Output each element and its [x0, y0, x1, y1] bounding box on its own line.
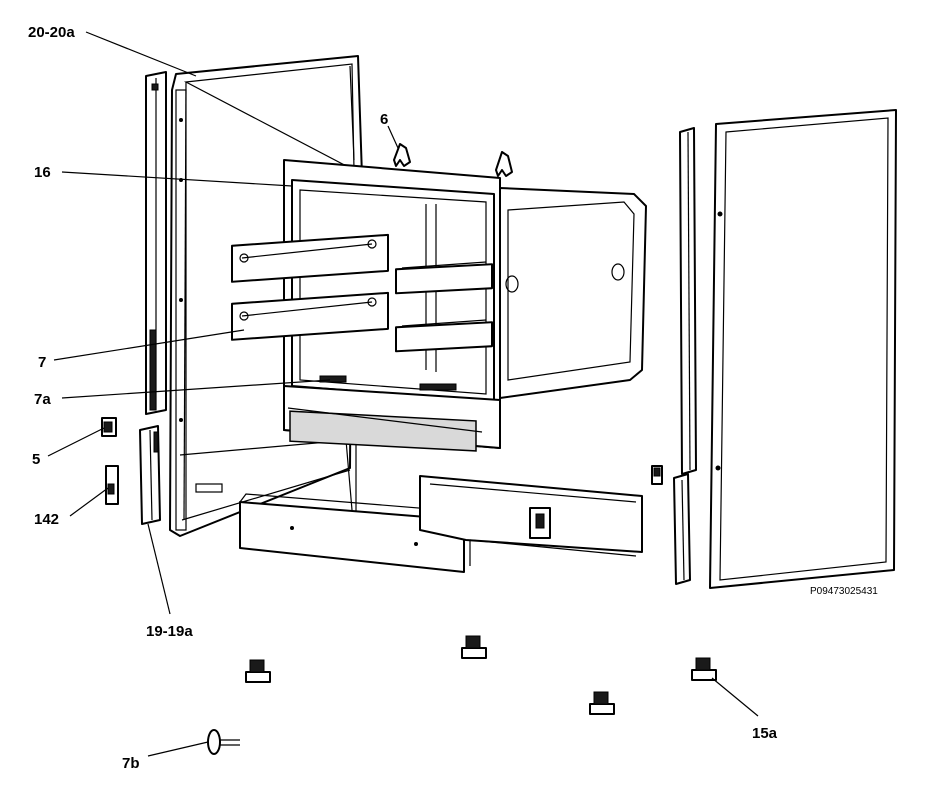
label-5: 5: [32, 451, 40, 468]
foot-2: [461, 635, 487, 659]
foot-1: [245, 659, 271, 683]
left-vertical-strip: [139, 71, 167, 525]
shelf-runners: [231, 233, 493, 353]
label-7b: 7b: [122, 755, 140, 772]
foot-3: [589, 691, 615, 715]
leader-lines: [47, 31, 759, 757]
bottom-element: [319, 375, 457, 391]
knob-7b: [207, 729, 240, 755]
label-7: 7: [38, 354, 46, 371]
part-labels: 20-20a 6 16 7 7a 5 142 19-19a 15a 7b P09…: [28, 24, 878, 772]
label-16: 16: [34, 164, 51, 181]
label-6: 6: [380, 111, 388, 128]
small-bracket-142: [105, 465, 119, 505]
rear-bottom-panel: [419, 475, 643, 557]
top-clips: [393, 143, 513, 177]
label-7a: 7a: [34, 391, 51, 408]
small-bracket-5: [101, 417, 117, 437]
foot-4: [691, 657, 717, 681]
label-19-19a: 19-19a: [146, 623, 193, 640]
right-vertical-strip: [651, 127, 697, 585]
label-142: 142: [34, 511, 59, 528]
right-side-panel: [709, 109, 897, 589]
drawing-code: P09473025431: [810, 586, 878, 597]
label-15a: 15a: [752, 725, 778, 742]
label-20-20a: 20-20a: [28, 24, 75, 41]
